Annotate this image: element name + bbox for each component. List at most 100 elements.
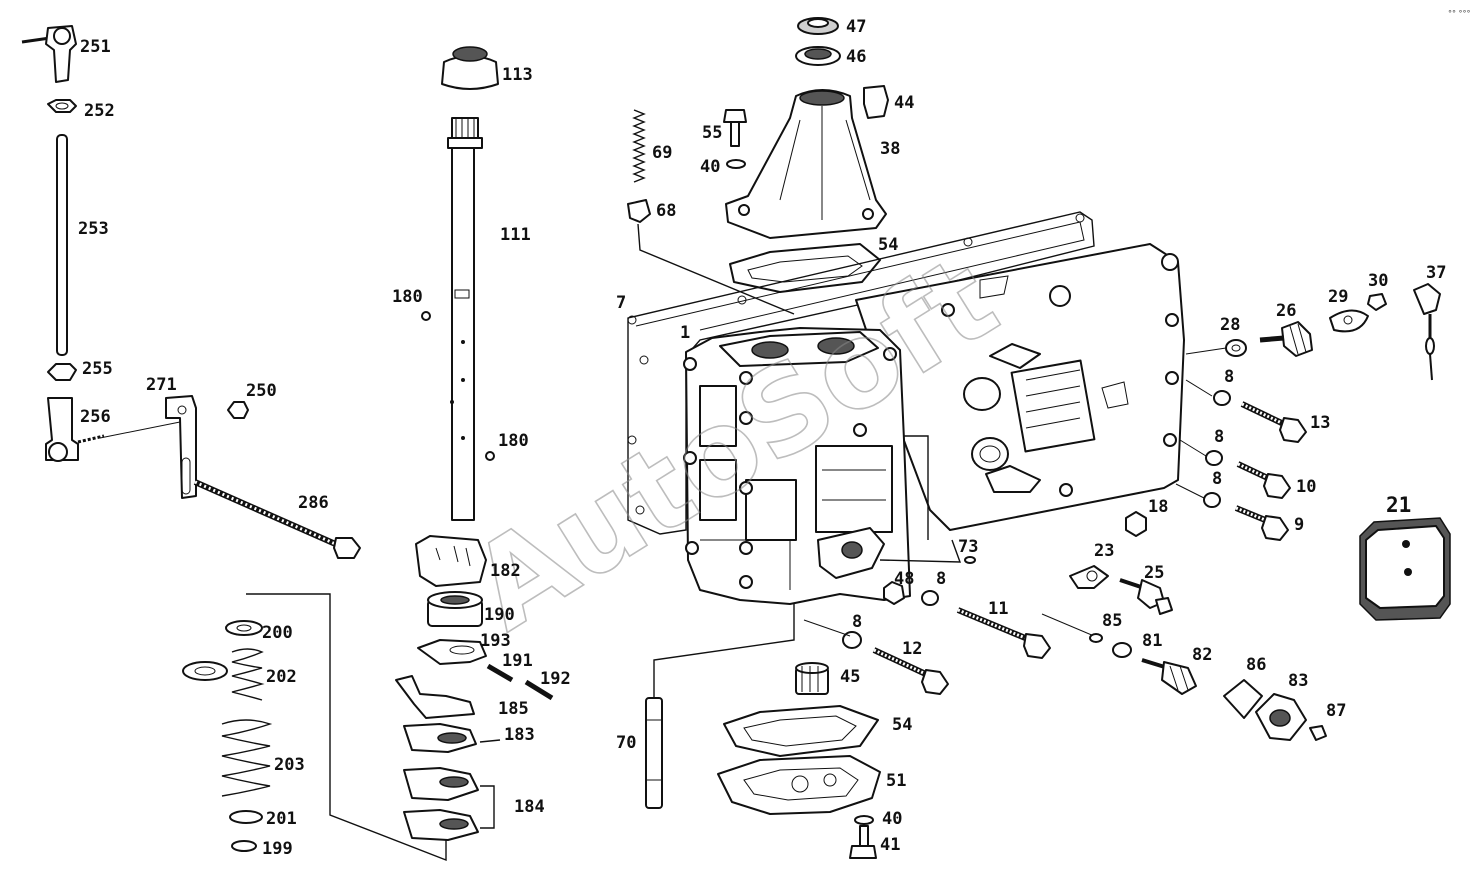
washer-8-d <box>921 590 939 606</box>
callout-label-82: 82 <box>1192 645 1212 665</box>
ball-180-bottom <box>485 451 495 461</box>
callout-label-54a: 54 <box>878 235 898 255</box>
washer-8-c <box>1203 492 1221 508</box>
bolt-286 <box>193 479 361 559</box>
housing-38 <box>725 89 887 239</box>
pin-192 <box>524 679 554 701</box>
washer-8-e <box>842 631 862 649</box>
callout-label-11: 11 <box>988 599 1008 619</box>
callout-label-180a: 180 <box>392 287 423 307</box>
callout-label-23: 23 <box>1094 541 1114 561</box>
callout-label-251: 251 <box>80 37 111 57</box>
callout-label-286: 286 <box>298 493 329 513</box>
lever-182 <box>415 535 487 587</box>
fork-184-b <box>403 809 479 841</box>
cap-113 <box>441 46 499 90</box>
nut-250 <box>227 401 249 419</box>
ball-joint-256 <box>45 397 105 462</box>
gasket-54-bottom <box>723 705 879 757</box>
washer-8-b <box>1205 450 1223 466</box>
callout-label-9: 9 <box>1294 515 1304 535</box>
lever-23 <box>1069 565 1109 589</box>
cover-21 <box>1359 517 1451 621</box>
bolt-9 <box>1234 505 1289 541</box>
callout-label-190: 190 <box>484 605 515 625</box>
callout-label-256: 256 <box>80 407 111 427</box>
bushing-45 <box>795 662 829 695</box>
callout-label-25: 25 <box>1144 563 1164 583</box>
callout-label-21: 21 <box>1386 493 1411 517</box>
callout-label-8e: 8 <box>852 612 862 632</box>
callout-label-40a: 40 <box>700 157 720 177</box>
callout-label-7: 7 <box>616 293 626 313</box>
callout-label-185: 185 <box>498 699 529 719</box>
callout-label-8b: 8 <box>1214 427 1224 447</box>
callout-label-18: 18 <box>1148 497 1168 517</box>
callout-label-38: 38 <box>880 139 900 159</box>
fork-184-a <box>403 767 479 801</box>
callout-label-48: 48 <box>894 569 914 589</box>
nut-252 <box>47 99 77 113</box>
callout-label-45: 45 <box>840 667 860 687</box>
oil-pan-51 <box>717 755 881 815</box>
pin-73 <box>964 556 976 564</box>
rod-253 <box>56 134 68 356</box>
callout-label-202: 202 <box>266 667 297 687</box>
washer-202 <box>182 661 228 681</box>
callout-label-271: 271 <box>146 375 177 395</box>
callout-label-183: 183 <box>504 725 535 745</box>
callout-label-51: 51 <box>886 771 906 791</box>
shaft-111 <box>447 117 483 521</box>
washer-8-a <box>1213 390 1231 406</box>
callout-label-1: 1 <box>680 323 690 343</box>
callout-label-87: 87 <box>1326 701 1346 721</box>
seal-47 <box>797 17 839 35</box>
spring-small <box>231 648 265 701</box>
callout-label-199: 199 <box>262 839 293 859</box>
shaft-70 <box>645 697 663 809</box>
gasket-54-top <box>729 243 881 293</box>
ball-180-top <box>421 311 431 321</box>
callout-label-252: 252 <box>84 101 115 121</box>
callout-label-69: 69 <box>652 143 672 163</box>
callout-label-203: 203 <box>274 755 305 775</box>
fork-183 <box>403 723 477 753</box>
callout-label-200: 200 <box>262 623 293 643</box>
callout-label-81: 81 <box>1142 631 1162 651</box>
washer-28 <box>1225 339 1247 357</box>
callout-label-85: 85 <box>1102 611 1122 631</box>
washer-201 <box>229 810 263 824</box>
callout-label-192: 192 <box>540 669 571 689</box>
bracket-29 <box>1329 309 1369 333</box>
callout-label-113: 113 <box>502 65 533 85</box>
switch-26 <box>1259 321 1313 357</box>
callout-label-29: 29 <box>1328 287 1348 307</box>
sensor-37 <box>1413 283 1441 381</box>
callout-label-8c: 8 <box>1212 469 1222 489</box>
callout-label-55: 55 <box>702 123 722 143</box>
seal-46 <box>795 46 841 66</box>
bolt-10 <box>1236 461 1291 499</box>
callout-label-191: 191 <box>502 651 533 671</box>
callout-label-86: 86 <box>1246 655 1266 675</box>
corner-mark: °° °°° <box>1448 9 1471 18</box>
gearbox-housing-1 <box>683 327 962 605</box>
fork-185 <box>395 675 475 719</box>
callout-label-70: 70 <box>616 733 636 753</box>
gasket-86 <box>1223 679 1263 719</box>
callout-label-10: 10 <box>1296 477 1316 497</box>
callout-label-54b: 54 <box>892 715 912 735</box>
callout-label-44: 44 <box>894 93 914 113</box>
callout-label-8a: 8 <box>1224 367 1234 387</box>
plug-30 <box>1367 293 1387 311</box>
callout-label-30: 30 <box>1368 271 1388 291</box>
callout-label-41: 41 <box>880 835 900 855</box>
spring-69 <box>632 109 646 183</box>
nut-255 <box>47 363 77 381</box>
switch-25 <box>1119 578 1173 615</box>
screw-87 <box>1309 725 1327 741</box>
plug-44 <box>863 85 889 119</box>
washer-200 <box>225 620 263 636</box>
